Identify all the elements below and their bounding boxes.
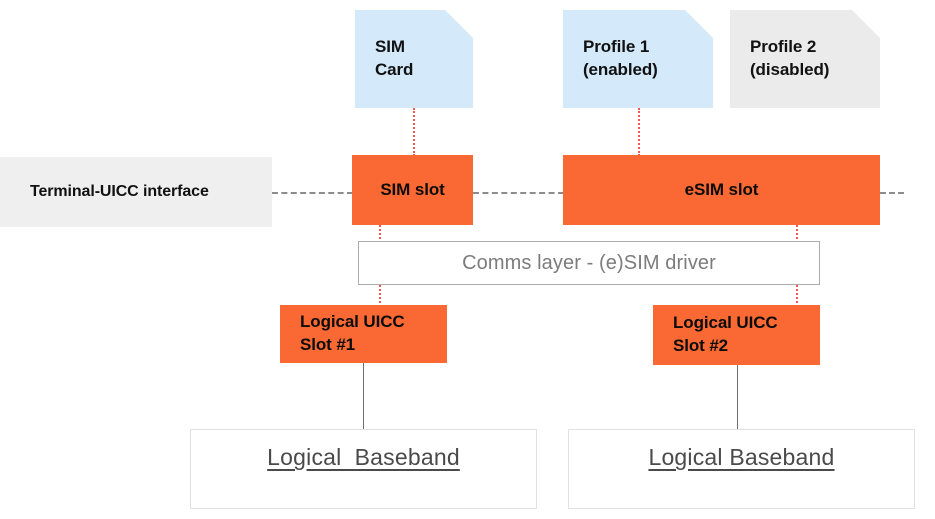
profile-2-label-line2: (disabled) <box>750 60 830 79</box>
profile-1-label-line1: Profile 1 <box>583 37 650 57</box>
logical-uicc-slot-1-node[interactable]: Logical UICC Slot #1 <box>280 305 447 363</box>
sim-card-label-line1: SIM <box>375 37 405 57</box>
profile-1-label: Profile 1 (enabled) <box>583 36 658 82</box>
connector-interface-to-sim-slot <box>272 192 353 194</box>
connector-profile-1-to-esim-slot <box>638 108 640 156</box>
logical-uicc-slot-2-node[interactable]: Logical UICC Slot #2 <box>653 305 820 365</box>
logical-uicc-slot-2-label: Logical UICC Slot #2 <box>673 312 778 358</box>
connector-esim-slot-to-right-edge <box>880 192 904 194</box>
profile-1-label-line2: (enabled) <box>583 60 658 79</box>
profile-2-node[interactable]: Profile 2 (disabled) <box>730 10 880 108</box>
logical-uicc-slot-2-label-line2: Slot #2 <box>673 336 729 355</box>
esim-slot-label: eSIM slot <box>684 179 759 199</box>
logical-baseband-1-node[interactable]: Logical Baseband <box>190 429 537 509</box>
sim-slot-label: SIM slot <box>380 179 445 199</box>
profile-2-label-line1: Profile 2 <box>750 37 817 57</box>
logical-baseband-1-label: Logical Baseband <box>267 444 460 470</box>
profile-2-label: Profile 2 (disabled) <box>750 36 829 82</box>
connector-sim-card-to-sim-slot <box>413 108 415 156</box>
comms-layer-label: Comms layer - (e)SIM driver <box>462 251 716 274</box>
comms-layer-node[interactable]: Comms layer - (e)SIM driver <box>358 241 820 285</box>
profile-1-node[interactable]: Profile 1 (enabled) <box>563 10 713 108</box>
sim-card-label: SIM Card <box>375 36 413 82</box>
logical-uicc-slot-1-label: Logical UICC Slot #1 <box>300 311 405 357</box>
esim-slot-node[interactable]: eSIM slot <box>563 155 880 225</box>
logical-uicc-slot-1-label-line1: Logical UICC <box>300 312 405 332</box>
sim-card-label-line2: Card <box>375 60 414 79</box>
logical-uicc-slot-2-label-line1: Logical UICC <box>673 313 778 333</box>
connector-sim-slot-to-esim-slot <box>473 192 564 194</box>
terminal-uicc-interface-label: Terminal-UICC interface <box>30 183 209 200</box>
connector-logical-uicc-slot-1-to-baseband-1 <box>363 363 364 429</box>
logical-baseband-2-node[interactable]: Logical Baseband <box>568 429 915 509</box>
logical-baseband-2-label: Logical Baseband <box>648 444 835 470</box>
terminal-uicc-interface-box: Terminal-UICC interface <box>0 157 272 227</box>
logical-uicc-slot-1-label-line2: Slot #1 <box>300 335 356 354</box>
sim-slot-node[interactable]: SIM slot <box>352 155 473 225</box>
connector-logical-uicc-slot-2-to-baseband-2 <box>737 365 738 429</box>
sim-card-node[interactable]: SIM Card <box>355 10 473 108</box>
